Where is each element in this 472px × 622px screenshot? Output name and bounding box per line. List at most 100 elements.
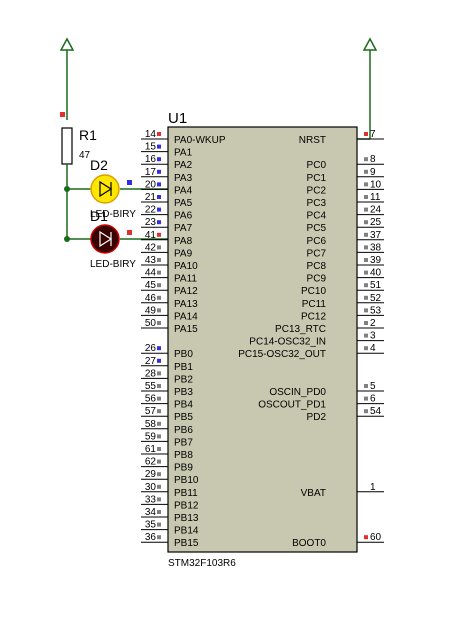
pin-label: PC14-OSC32_IN: [249, 337, 326, 348]
led-d1[interactable]: [67, 224, 168, 254]
pin-marker-icon: [157, 270, 161, 275]
pin-marker-icon: [364, 258, 368, 262]
resistor-value: 47: [79, 150, 91, 161]
pin-marker-icon: [157, 497, 161, 502]
pin-number: 30: [145, 482, 157, 493]
pin-number: 14: [145, 129, 157, 140]
pin-number: 45: [145, 280, 157, 291]
pin-marker-icon: [364, 346, 368, 351]
pin-marker-icon: [157, 283, 161, 288]
resistor-designator: R1: [79, 127, 97, 143]
pin-number: 34: [145, 507, 157, 518]
pin-number: 61: [145, 444, 157, 455]
pin-marker-icon: [157, 447, 161, 451]
diode-symbol-icon: [99, 180, 113, 198]
led-d2[interactable]: [67, 174, 168, 204]
pin-number: 56: [145, 394, 157, 405]
pin-number: 60: [370, 532, 382, 543]
pin-marker-icon: [364, 232, 368, 237]
pin-marker-icon: [157, 484, 161, 489]
pin-number: 22: [145, 205, 157, 216]
pin-label: PC15-OSC32_OUT: [238, 349, 326, 360]
pin-number: 43: [145, 255, 157, 266]
power-terminal-left[interactable]: [59, 37, 75, 120]
pin-label: PC3: [307, 198, 327, 209]
pin-number: 23: [145, 217, 157, 228]
power-terminal-right[interactable]: [357, 37, 378, 140]
pin-number: 38: [370, 242, 382, 253]
pin-number: 51: [370, 280, 382, 291]
pin-marker-icon: [157, 169, 161, 174]
resistor-r1[interactable]: [60, 112, 73, 240]
pin-marker-icon: [127, 180, 132, 185]
pin-label: PD2: [307, 412, 327, 423]
pin-label: PB14: [174, 526, 199, 537]
chip-body[interactable]: [167, 126, 358, 553]
pin-number: 11: [370, 192, 381, 203]
pin-label: PA7: [174, 223, 193, 234]
pin-label: PC12: [301, 311, 326, 322]
pin-number: 27: [145, 356, 157, 367]
pin-number: 35: [145, 520, 157, 531]
pin-marker-icon: [364, 157, 368, 162]
led-d2-designator: D2: [90, 157, 108, 173]
pin-label: PC11: [302, 299, 327, 310]
pin-marker-icon: [364, 132, 368, 136]
